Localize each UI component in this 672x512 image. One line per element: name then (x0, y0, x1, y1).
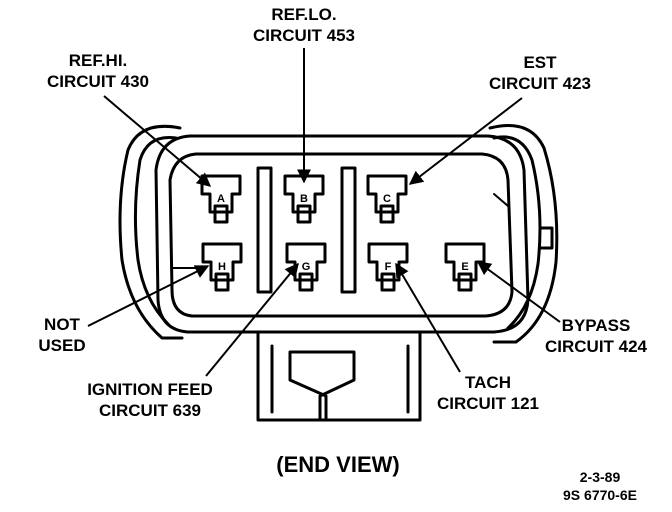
pin-f: F (367, 242, 409, 292)
pin-a-letter: A (217, 193, 225, 205)
leader-ignition-feed (205, 262, 299, 377)
label-ref-hi-line1: REF.HI. (69, 51, 128, 70)
label-ignition-feed-line1: IGNITION FEED (87, 380, 213, 399)
label-est-line1: EST (523, 53, 557, 72)
leader-est (408, 97, 523, 185)
pin-g: G (285, 242, 327, 292)
label-ref-lo-line2: CIRCUIT 453 (253, 26, 355, 45)
leader-ref-hi (103, 95, 212, 187)
pin-e: E (444, 242, 486, 292)
label-bypass-line1: BYPASS (562, 316, 631, 335)
label-not-used-line2: USED (38, 336, 85, 355)
label-tach-line1: TACH (465, 373, 511, 392)
pin-f-letter: F (385, 261, 392, 273)
pin-h: H (201, 242, 243, 292)
pin-a: A (200, 174, 242, 224)
label-bypass-line2: CIRCUIT 424 (545, 337, 648, 356)
label-not-used: NOT USED (38, 315, 85, 355)
label-ref-lo-line1: REF.LO. (271, 5, 336, 24)
figure-date: 2-3-89 (580, 469, 621, 485)
label-tach: TACH CIRCUIT 121 (437, 373, 539, 413)
pin-b: B (283, 174, 325, 224)
label-est: EST CIRCUIT 423 (489, 53, 591, 93)
leader-lines (87, 48, 561, 377)
label-not-used-line1: NOT (44, 315, 81, 334)
label-ref-lo: REF.LO. CIRCUIT 453 (253, 5, 355, 45)
pin-c: C (366, 174, 408, 224)
label-ignition-feed-line2: CIRCUIT 639 (99, 401, 201, 420)
pin-e-letter: E (461, 261, 468, 273)
pin-b-letter: B (300, 193, 308, 205)
label-est-line2: CIRCUIT 423 (489, 74, 591, 93)
caption-end-view: (END VIEW) (276, 452, 399, 477)
connector-body (118, 124, 559, 422)
label-ref-hi-line2: CIRCUIT 430 (47, 72, 149, 91)
pin-h-letter: H (218, 261, 226, 273)
label-tach-line2: CIRCUIT 121 (437, 394, 539, 413)
label-bypass: BYPASS CIRCUIT 424 (545, 316, 648, 356)
figure-number: 9S 6770-6E (563, 487, 637, 503)
label-ignition-feed: IGNITION FEED CIRCUIT 639 (87, 380, 213, 420)
leader-bypass (476, 261, 561, 323)
pin-g-letter: G (302, 261, 311, 273)
leader-tach (395, 262, 461, 373)
pin-c-letter: C (383, 193, 391, 205)
leader-not-used (87, 265, 210, 327)
label-ref-hi: REF.HI. CIRCUIT 430 (47, 51, 149, 91)
